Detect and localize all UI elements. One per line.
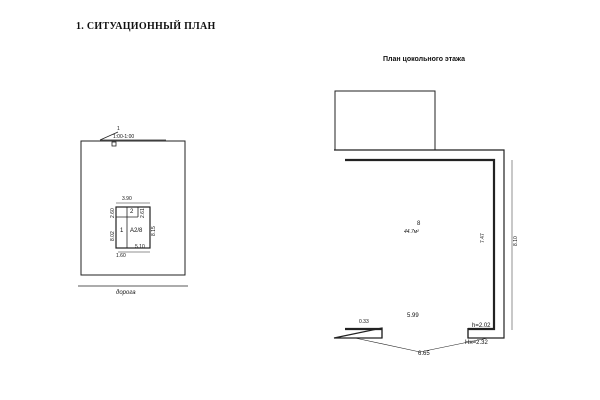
site-plot-boundary: [80, 140, 186, 276]
floor-dim-outer-right: 8.10: [513, 236, 519, 246]
site-road-label: дорога: [116, 290, 136, 296]
building-outline: [115, 206, 151, 249]
site-dim-bottom: 5.10: [135, 244, 145, 250]
site-room-upper: 2: [130, 209, 134, 215]
floor-room-area: 44.7м²: [404, 229, 419, 235]
wall-inner-path: [345, 158, 496, 331]
north-marker-label: 1: [117, 126, 120, 132]
page-title: 1. СИТУАЦИОННЫЙ ПЛАН: [76, 21, 216, 32]
outer-wall: [334, 150, 504, 339]
site-dim-right-upper: 2.61: [140, 208, 146, 218]
floor-dim-inner-right: 7.47: [480, 233, 486, 243]
floor-total-height-label: Hн=2.32: [465, 340, 488, 346]
site-dim-bottom-left: 1.60: [116, 253, 126, 259]
floor-dim-door-width: 0.33: [359, 319, 369, 325]
annex-outline: [334, 90, 436, 150]
floor-height-label: h=2.02: [472, 323, 491, 329]
floor-plan-title: План цокольного этажа: [383, 56, 465, 63]
floor-plan-drawing: [333, 90, 513, 353]
site-scale-label: 1:00-1:00: [113, 134, 135, 140]
site-dim-top: 3.90: [122, 196, 132, 202]
wall-outer-path: [333, 149, 505, 339]
floor-dim-outer-width: 6.65: [418, 351, 430, 357]
north-marker-box: [111, 141, 117, 147]
site-dim-right: 8.15: [151, 226, 157, 236]
floor-dim-inner-width: 5.99: [407, 313, 419, 319]
site-dim-left: 8.02: [110, 231, 116, 241]
floor-room-number: 8: [417, 221, 421, 227]
site-building-label: А2/8: [130, 228, 143, 234]
site-room-left: 1: [120, 228, 124, 234]
site-dim-left-upper: 2.60: [110, 208, 116, 218]
bottom-dimension-line: [354, 337, 489, 353]
site-plan-drawing: [78, 131, 188, 287]
